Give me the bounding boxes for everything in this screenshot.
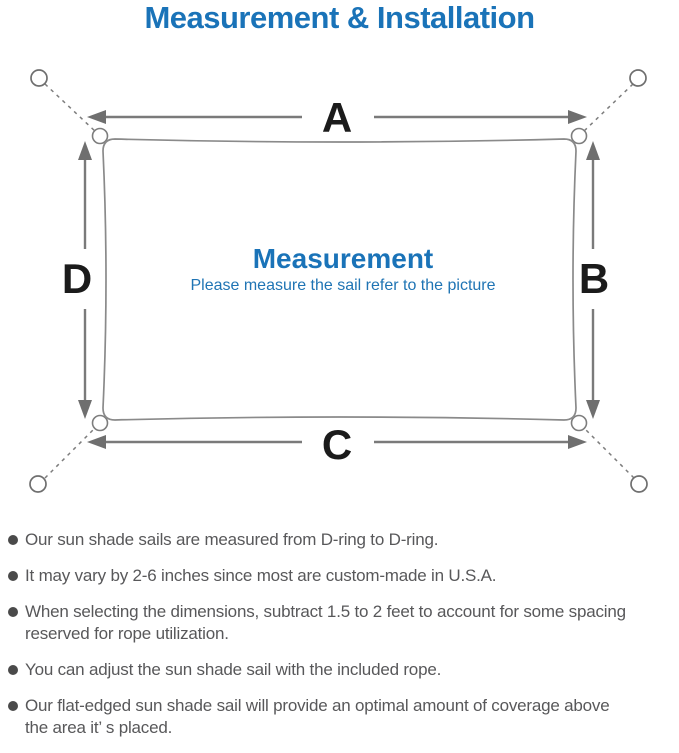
anchor-point-icon-top-right [629,69,647,87]
rope-dashed-line-bottom-left [44,425,98,479]
d-ring-icon-top-left [91,127,109,145]
d-ring-icon-bottom-left [91,414,109,432]
note-text: You can adjust the sun shade sail with t… [25,660,442,679]
note-text: When selecting the dimensions, subtract … [25,602,626,643]
dimension-label-d: D [62,255,92,302]
dimension-arrow-d [78,141,92,419]
list-item: Our sun shade sails are measured from D-… [0,529,679,551]
bullet-icon [8,571,18,581]
d-ring-icon-top-right [570,127,588,145]
note-text: It may vary by 2-6 inches since most are… [25,566,497,585]
note-text: Our flat-edged sun shade sail will provi… [25,696,610,737]
list-item: You can adjust the sun shade sail with t… [0,659,679,681]
list-item: It may vary by 2-6 inches since most are… [0,565,679,587]
bullet-icon [8,665,18,675]
bullet-icon [8,607,18,617]
dimension-label-b: B [579,255,609,302]
list-item: Our flat-edged sun shade sail will provi… [0,695,679,739]
sail-outline [102,138,577,421]
notes-list: Our sun shade sails are measured from D-… [0,529,679,753]
dimension-arrow-b [586,141,600,419]
diagram-center-title: Measurement [253,243,434,274]
rope-dashed-line-top-right [581,83,634,134]
page-title: Measurement & Installation [144,0,535,35]
dimension-label-c: C [322,421,352,468]
dimension-arrow-a [87,110,587,124]
bullet-icon [8,701,18,711]
anchor-point-icon-bottom-left [29,475,47,493]
list-item: When selecting the dimensions, subtract … [0,601,679,645]
rope-dashed-line-bottom-right [582,426,635,479]
diagram-center-subtitle: Please measure the sail refer to the pic… [190,277,495,294]
anchor-point-icon-top-left [30,69,48,87]
dimension-arrow-c [87,435,587,449]
dimension-label-a: A [322,94,352,141]
rope-dashed-line-top-left [44,83,98,134]
bullet-icon [8,535,18,545]
d-ring-icon-bottom-right [570,414,588,432]
anchor-point-icon-bottom-right [630,475,648,493]
note-text: Our sun shade sails are measured from D-… [25,530,439,549]
